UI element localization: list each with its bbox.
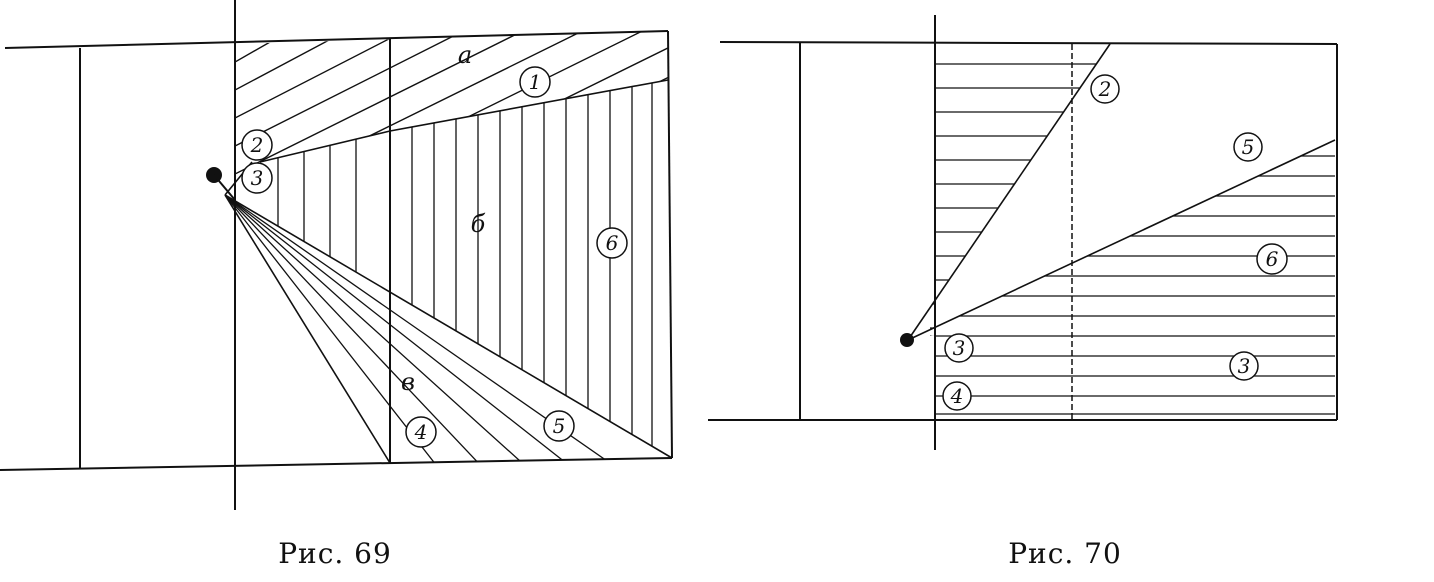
fig69-caption: Рис. 69: [278, 537, 392, 570]
figure-70: 2 5 6 3 4 3 Рис. 70: [708, 15, 1338, 570]
fig69-circled-4-label: 4: [414, 420, 428, 444]
figure-69: 1 2 3 4 5 6 а б в Рис. 69: [0, 0, 673, 570]
fig69-circled-1-label: 1: [529, 70, 542, 94]
fig70-circled-3-left: [944, 333, 974, 363]
fig70-circled-5: [1233, 132, 1263, 162]
fig69-region-label-c: в: [401, 368, 415, 396]
fig70-hatch-right: [930, 155, 1335, 415]
fig70-circled-3-right-label: 3: [1238, 354, 1251, 378]
fig70-circled-6-label: 6: [1266, 247, 1279, 271]
fig70-light-source-point: [900, 333, 914, 347]
fig70-hatch-left: [930, 63, 1110, 329]
fig69-hatch-region-b: [277, 80, 653, 458]
fig70-circled-6: [1256, 243, 1288, 275]
fig69-circled-1: [519, 66, 551, 98]
fig69-region-label-a: а: [458, 41, 472, 69]
fig69-circled-2-label: 2: [250, 133, 264, 157]
fig70-circled-4-label: 4: [950, 384, 964, 408]
fig69-ray-lines: [224, 79, 673, 464]
fig70-circled-4: [942, 381, 972, 411]
fig69-source-ray: [213, 174, 236, 201]
fig69-circled-3-label: 3: [251, 166, 264, 190]
fig69-outline: [0, 0, 673, 510]
fig70-ray-lines: [907, 43, 1336, 341]
fig69-fan-region-c: [225, 195, 621, 463]
fig70-circled-2-label: 2: [1098, 77, 1112, 101]
fig70-caption: Рис. 70: [1008, 537, 1122, 570]
fig70-circled-3-right: [1229, 351, 1259, 381]
fig70-circled-3-left-label: 3: [953, 336, 966, 360]
fig69-circled-5: [543, 410, 575, 442]
fig69-circled-2: [241, 129, 273, 161]
fig69-circled-5-label: 5: [553, 414, 566, 438]
fig69-hatch-region-a: [235, 31, 668, 175]
fig69-region-label-b: б: [471, 210, 486, 238]
fig70-circled-5-label: 5: [1242, 135, 1255, 159]
fig69-circled-6-label: 6: [606, 231, 619, 255]
fig69-circled-6: [596, 227, 628, 259]
fig69-circled-3: [241, 162, 273, 194]
fig69-circled-4: [405, 416, 437, 448]
fig70-circled-2: [1090, 74, 1120, 104]
fig70-outline: [708, 15, 1338, 450]
